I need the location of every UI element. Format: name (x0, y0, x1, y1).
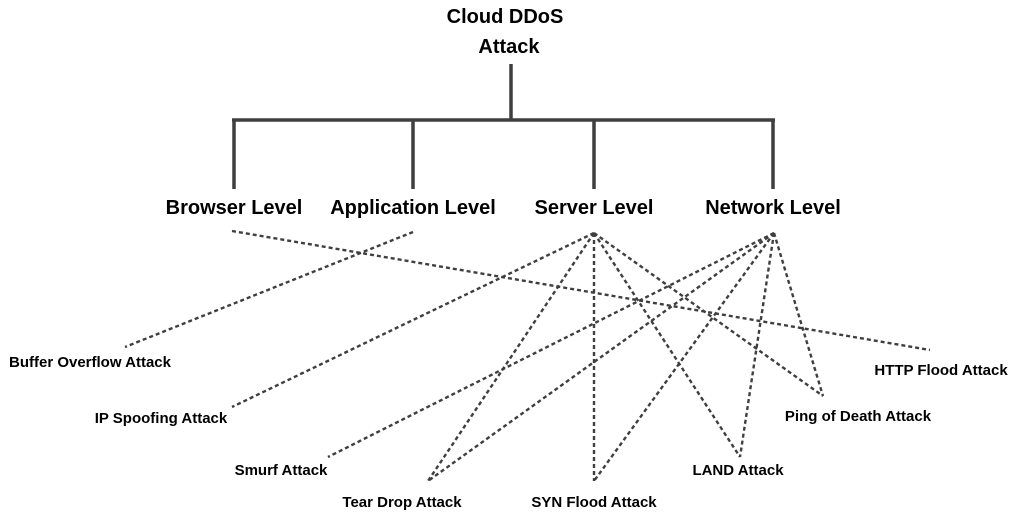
attack-nodes: Buffer Overflow Attack IP Spoofing Attac… (9, 354, 1008, 511)
attack-ip-spoofing-label: IP Spoofing Attack (95, 410, 228, 427)
link-server-to-tear-drop (427, 232, 595, 482)
link-network-to-syn-flood (593, 232, 775, 482)
link-network-to-smurf (327, 231, 775, 459)
attack-buffer-overflow-label: Buffer Overflow Attack (9, 354, 172, 371)
level-nodes: Browser Level Application Level Server L… (166, 197, 841, 219)
level-application-label: Application Level (330, 197, 496, 219)
tree-connectors (232, 64, 775, 189)
attack-land-label: LAND Attack (692, 462, 784, 479)
link-server-to-land (592, 232, 742, 458)
attack-ping-of-death-label: Ping of Death Attack (785, 408, 932, 425)
level-network-label: Network Level (705, 197, 841, 219)
link-network-to-tear-drop (427, 232, 775, 482)
attack-tear-drop-label: Tear Drop Attack (342, 494, 462, 511)
root-node: Cloud DDoS Attack (447, 6, 564, 58)
link-network-to-ping-of-death (772, 232, 825, 397)
link-application-to-buffer-overflow (124, 230, 414, 349)
link-network-to-land (738, 232, 776, 458)
link-browser-to-http-flood (231, 229, 931, 352)
attack-links (124, 229, 931, 482)
root-label-line1: Cloud DDoS (447, 6, 564, 28)
link-server-to-ping-of-death (593, 232, 824, 397)
level-browser-label: Browser Level (166, 197, 303, 219)
link-server-to-ip-spoofing (231, 231, 595, 409)
root-label-line2: Attack (478, 36, 540, 58)
attack-smurf-label: Smurf Attack (235, 462, 328, 479)
attack-syn-flood-label: SYN Flood Attack (531, 494, 657, 511)
level-server-label: Server Level (535, 197, 654, 219)
attack-http-flood-label: HTTP Flood Attack (874, 362, 1008, 379)
